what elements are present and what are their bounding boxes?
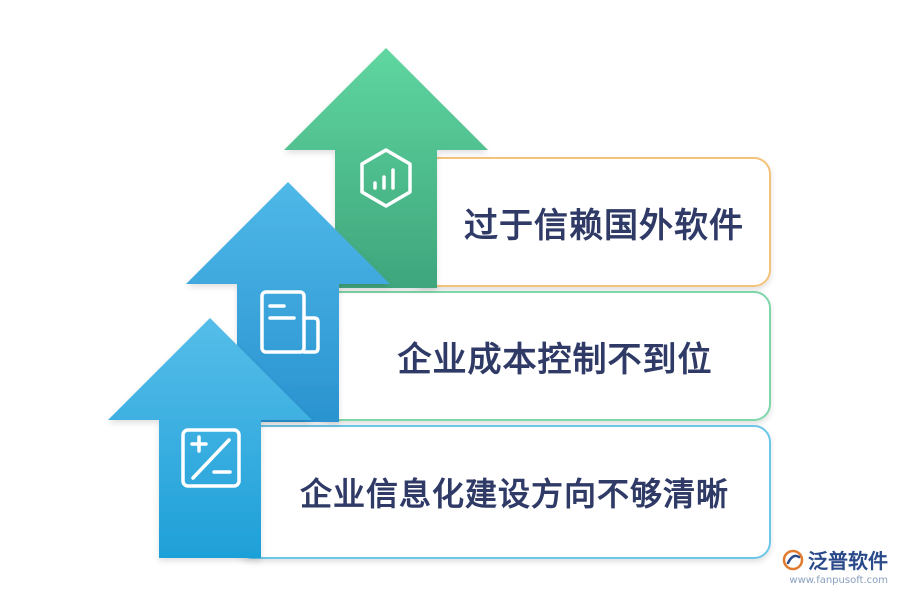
brand-logo: 泛普软件 www.fanpusoft.com (782, 545, 888, 586)
brand-mark-icon (782, 549, 804, 570)
brand-url: www.fanpusoft.com (789, 575, 888, 586)
step-2-label: 企业成本控制不到位 (397, 339, 713, 380)
document-icon (260, 290, 320, 354)
plus-minus-icon (181, 428, 241, 488)
step-3-arrow (108, 318, 312, 558)
step-1-arrow (284, 48, 488, 288)
brand-name: 泛普软件 (808, 549, 888, 573)
step-3-label: 企业信息化建设方向不够清晰 (299, 475, 729, 513)
step-1-label: 过于信赖国外软件 (464, 205, 744, 246)
bar-chart-hexagon-icon (360, 148, 412, 208)
